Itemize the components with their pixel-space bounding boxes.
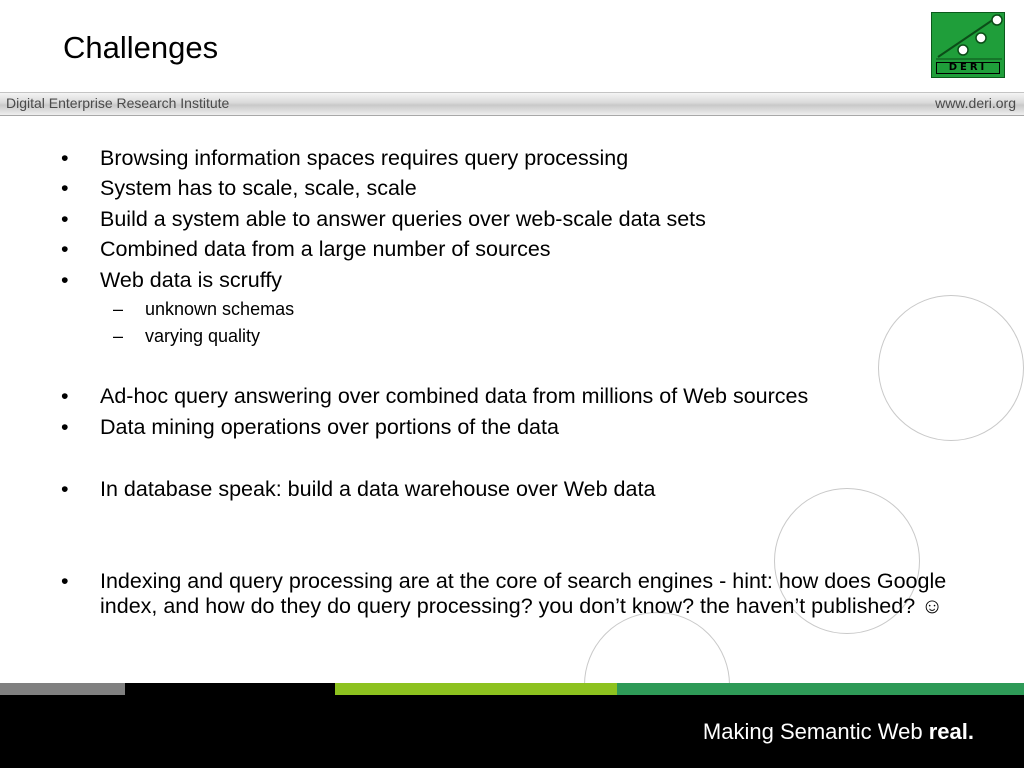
color-bar-lime bbox=[335, 683, 617, 695]
bullet-item: Combined data from a large number of sou… bbox=[100, 237, 551, 261]
logo-wordmark: DERI bbox=[936, 62, 1000, 74]
sub-bullet-item: unknown schemas bbox=[145, 299, 295, 319]
bullet-item: System has to scale, scale, scale bbox=[100, 176, 417, 200]
tagline-regular: Making Semantic Web bbox=[702, 719, 923, 744]
deri-logo-icon: DERI bbox=[931, 12, 1005, 78]
sub-bullet-item: varying quality bbox=[145, 326, 261, 346]
bullet-marker: • bbox=[61, 477, 69, 501]
bullet-marker: • bbox=[61, 268, 69, 292]
bullet-marker: • bbox=[61, 415, 69, 439]
website-link[interactable]: www.deri.org bbox=[935, 95, 1016, 111]
footer-color-bar bbox=[0, 683, 1024, 695]
color-bar-grey bbox=[0, 683, 125, 695]
footer: Making Semantic Web real. bbox=[0, 695, 1024, 768]
tagline-bold: real. bbox=[928, 719, 974, 744]
bullet-marker: • bbox=[61, 176, 69, 200]
header-band: Digital Enterprise Research Institute ww… bbox=[0, 92, 1024, 116]
bullet-item: Build a system able to answer queries ov… bbox=[100, 207, 706, 231]
sub-bullet-marker: – bbox=[113, 299, 124, 319]
slide-title: Challenges bbox=[63, 30, 219, 65]
bullet-item-multiline: Indexing and query processing are at the… bbox=[100, 569, 947, 618]
color-bar-teal bbox=[617, 683, 1024, 695]
tagline: Making Semantic Web real. bbox=[703, 719, 974, 745]
bullet-item: Web data is scruffy bbox=[100, 268, 283, 292]
sub-bullet-marker: – bbox=[113, 326, 124, 346]
bullet-item: Ad-hoc query answering over combined dat… bbox=[100, 384, 809, 408]
institute-name: Digital Enterprise Research Institute bbox=[6, 95, 230, 111]
bullet-marker: • bbox=[61, 237, 69, 261]
logo-graphic bbox=[936, 14, 1003, 60]
bullet-marker: • bbox=[61, 569, 69, 593]
bullet-item: Data mining operations over portions of … bbox=[100, 415, 559, 439]
bullet-marker: • bbox=[61, 146, 69, 170]
bullet-marker: • bbox=[61, 207, 69, 231]
color-bar-black bbox=[125, 683, 335, 695]
bullet-item: Browsing information spaces requires que… bbox=[100, 146, 629, 170]
bullet-marker: • bbox=[61, 384, 69, 408]
bullet-item: In database speak: build a data warehous… bbox=[100, 477, 656, 501]
decorative-circle-1 bbox=[878, 295, 1024, 441]
decorative-circle-2 bbox=[774, 488, 920, 634]
